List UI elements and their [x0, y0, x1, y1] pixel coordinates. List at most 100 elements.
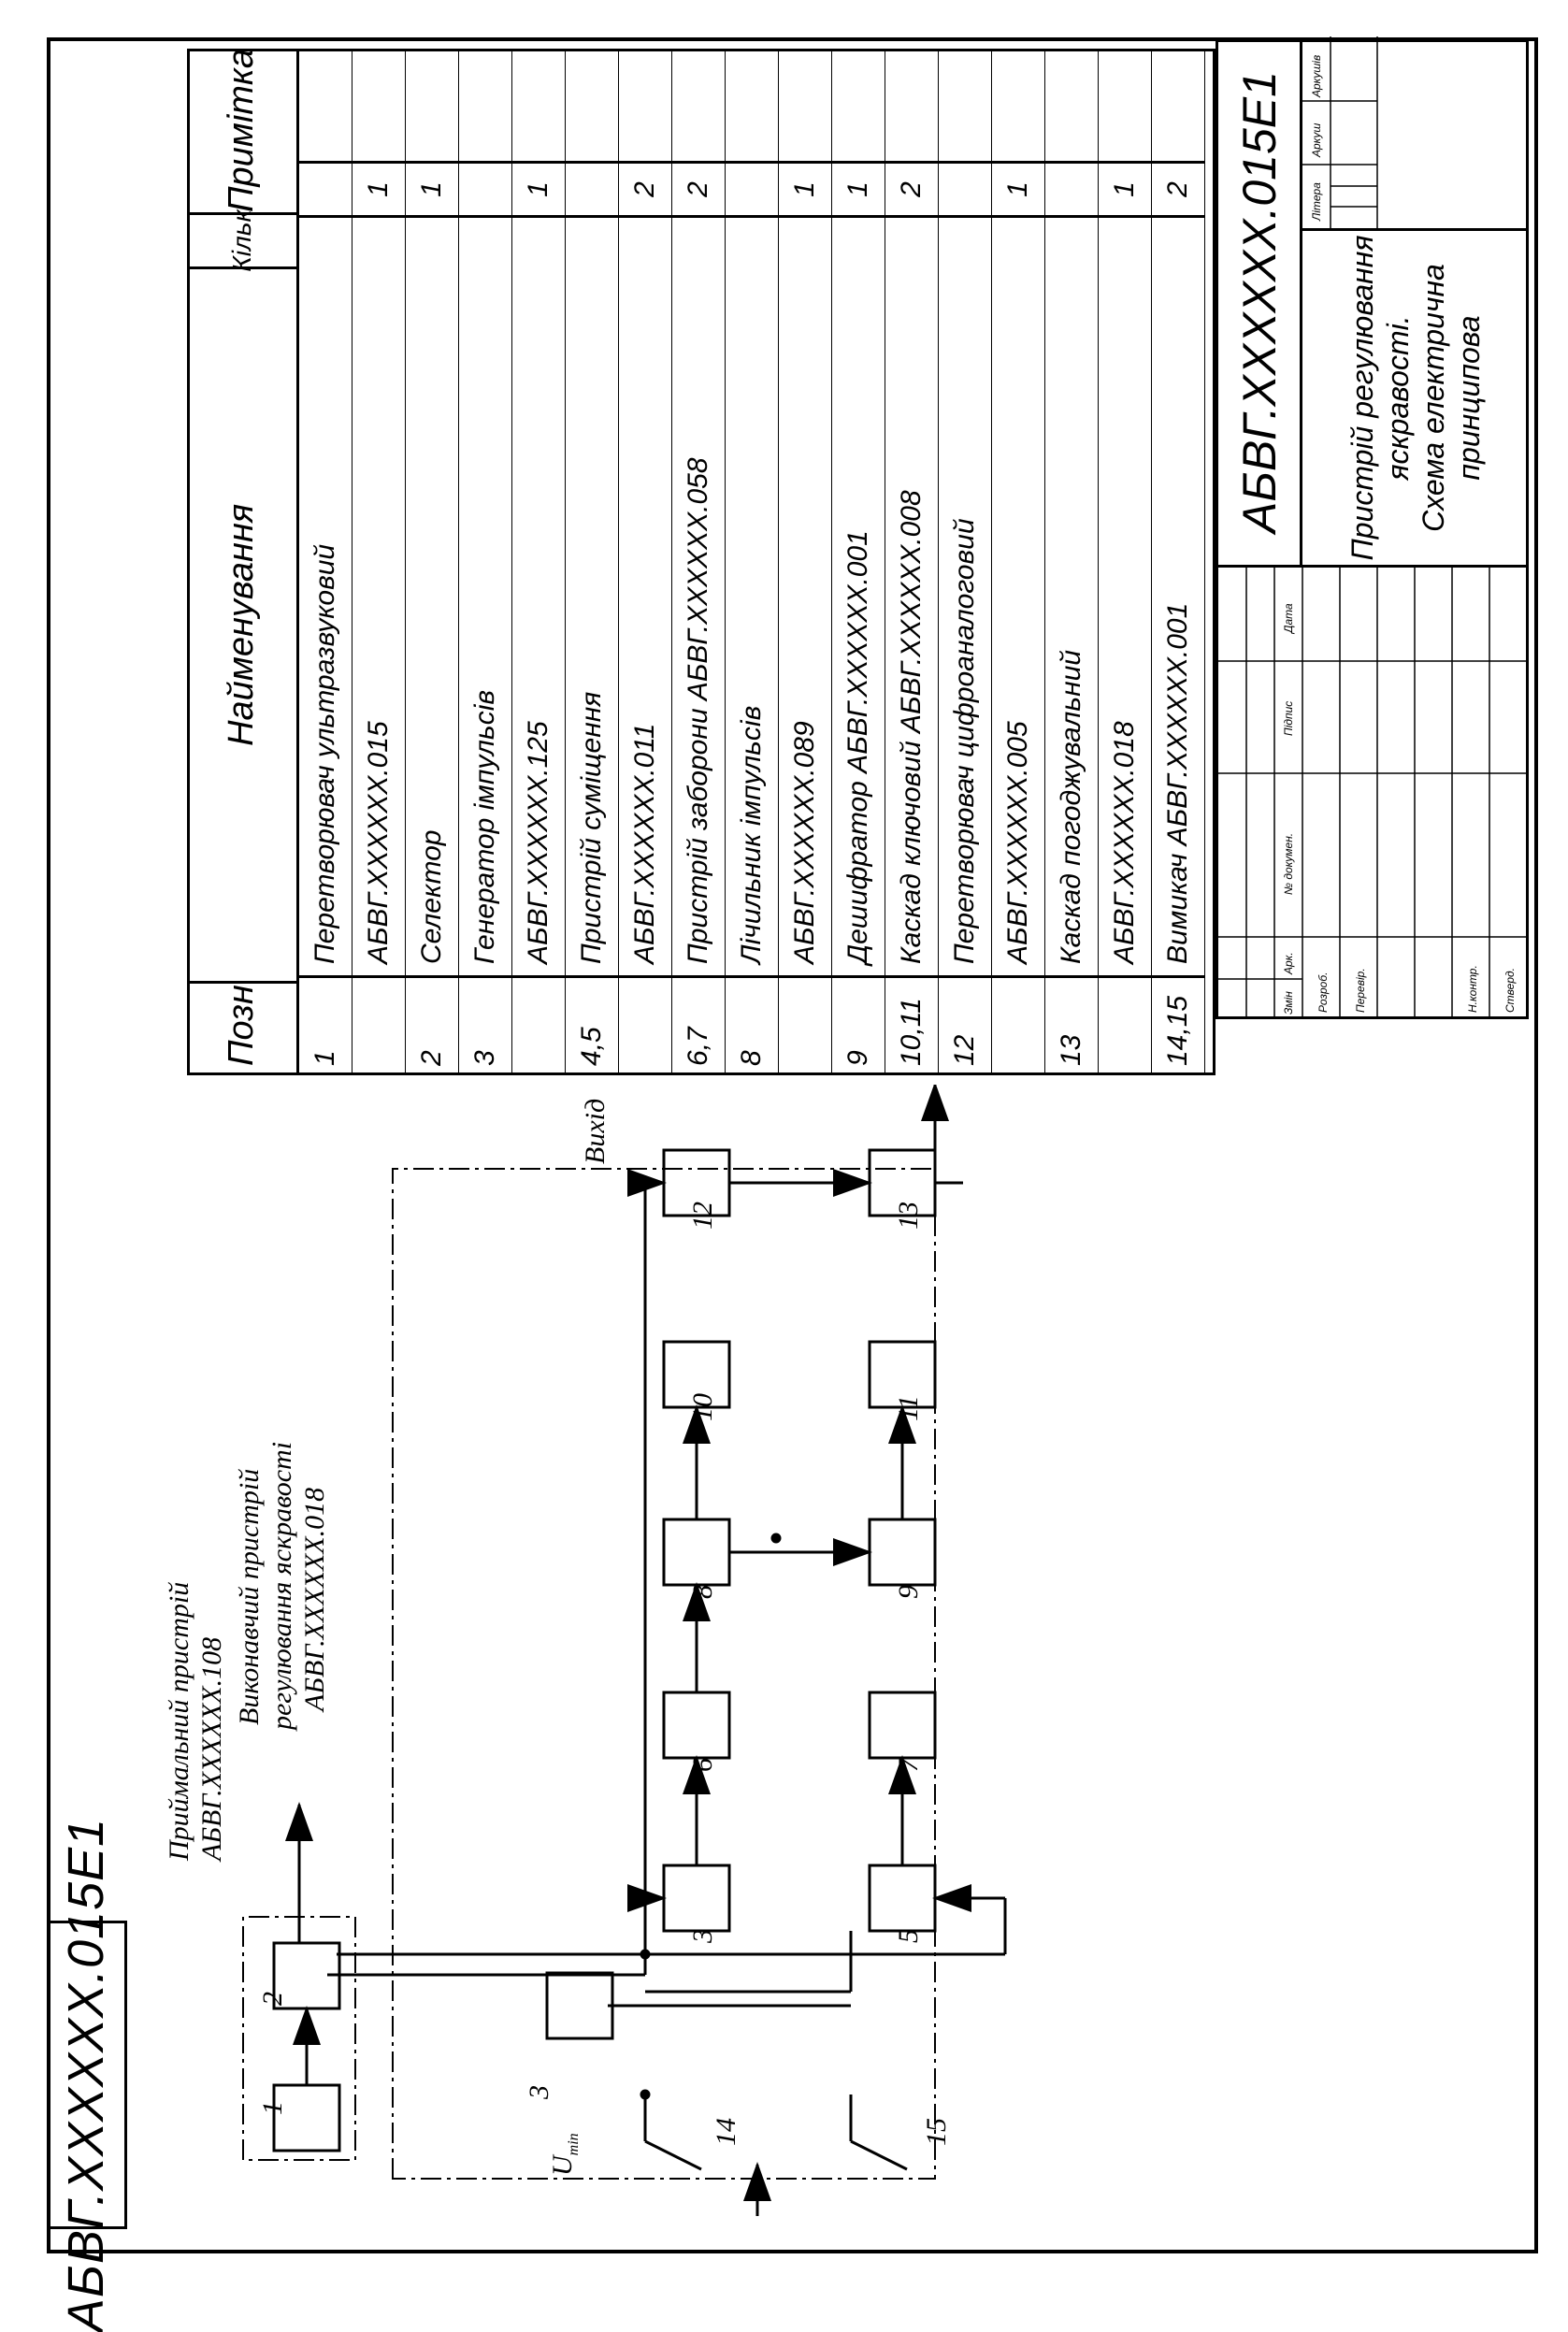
header-qty: Кільк — [187, 209, 296, 272]
role-developed: Розроб. — [1316, 972, 1330, 1013]
block-6 — [662, 1691, 731, 1760]
row-qty — [1045, 161, 1098, 215]
row-note — [726, 49, 778, 161]
col-header-sheet: Арк. — [1282, 952, 1295, 974]
lit-grid-lines — [1302, 36, 1378, 228]
row-pos: 3 — [459, 975, 511, 1075]
row-qty: 1 — [992, 161, 1044, 215]
header-note: Примітка — [222, 49, 261, 213]
block-1 — [272, 2083, 341, 2152]
row-pos: 4,5 — [566, 975, 618, 1075]
row-qty: 1 — [406, 161, 458, 215]
role-checked: Перевір. — [1354, 968, 1367, 1013]
block-8 — [662, 1518, 731, 1587]
lit-header-letter: Літера — [1310, 182, 1323, 221]
row-pos: 6,7 — [672, 975, 725, 1075]
col-header-date: Дата — [1282, 603, 1295, 633]
row-pos — [992, 975, 1044, 1075]
col-header-change: Змін — [1282, 991, 1295, 1015]
block-7 — [868, 1691, 937, 1760]
row-note — [1099, 49, 1151, 161]
row-qty — [459, 161, 511, 215]
row-name: АБВГ.XXXXXX.125 — [512, 215, 565, 975]
row-pos: 13 — [1045, 975, 1098, 1075]
row-name: АБВГ.XXXXXX.089 — [779, 215, 831, 975]
col-header-doc: № докумен. — [1282, 832, 1295, 895]
role-approved: Стверд. — [1503, 968, 1517, 1013]
row-name: Перетворювач цифроаналоговий — [939, 215, 991, 975]
row-pos: 12 — [939, 975, 991, 1075]
row-qty: 2 — [885, 161, 938, 215]
row-name: АБВГ.XXXXXX.015 — [352, 215, 405, 975]
actuator-boundary — [392, 1168, 936, 2180]
row-note — [512, 49, 565, 161]
desc-line-1: Пристрій регулювання — [1345, 235, 1379, 561]
row-note — [619, 49, 671, 161]
desc-line-3: Схема електрична — [1417, 264, 1450, 532]
row-name: АБВГ.XXXXXX.005 — [992, 215, 1044, 975]
row-name: Каскад ключовий АБВГ.XXXXXX.008 — [885, 215, 938, 975]
block-10 — [662, 1340, 731, 1409]
row-qty — [939, 161, 991, 215]
desc-line-2: яскравості. — [1381, 315, 1415, 481]
row-qty: 1 — [352, 161, 405, 215]
row-qty: 1 — [779, 161, 831, 215]
block-diagram — [242, 1085, 1007, 2216]
row-qty — [566, 161, 618, 215]
title-block-letter-sheets: Літера Аркуш Аркушів — [1302, 36, 1529, 228]
row-note — [459, 49, 511, 161]
block-9 — [868, 1518, 937, 1587]
title-block-description: Пристрій регулювання яскравості. Схема е… — [1302, 228, 1529, 565]
row-qty: 2 — [1152, 161, 1204, 215]
row-name: Перетворювач ультразвуковий — [299, 215, 352, 975]
row-name: Пристрій суміщення — [566, 215, 618, 975]
row-pos: 2 — [406, 975, 458, 1075]
row-qty — [726, 161, 778, 215]
header-name: Найменування — [187, 266, 296, 981]
row-note — [406, 49, 458, 161]
row-qty: 1 — [1099, 161, 1151, 215]
row-note — [832, 49, 885, 161]
row-note — [992, 49, 1044, 161]
row-qty: 1 — [512, 161, 565, 215]
row-note — [1045, 49, 1098, 161]
row-name: Пристрій заборони АБВГ.XXXXXX.058 — [672, 215, 725, 975]
row-qty — [299, 161, 352, 215]
spec-table-header: Позн Найменування Кільк Примітка — [187, 49, 299, 1075]
block-3-left — [545, 1971, 614, 2040]
rotated-drawing: АБВГ.XXXXXX.015Е1 Приймальний пристрій А… — [47, 36, 1538, 2332]
row-pos: 8 — [726, 975, 778, 1075]
row-pos: 9 — [832, 975, 885, 1075]
row-note — [352, 49, 405, 161]
row-name: Дешифратор АБВГ.XXXXXX.001 — [832, 215, 885, 975]
row-pos — [512, 975, 565, 1075]
row-qty: 2 — [619, 161, 671, 215]
sheet-frame — [47, 37, 1538, 2253]
title-block-main: АБВГ.XXXXXX.015Е1 Пристрій регулювання я… — [1218, 36, 1529, 568]
row-note — [299, 49, 352, 161]
row-pos — [352, 975, 405, 1075]
role-norm-control: Н.контр. — [1466, 965, 1479, 1013]
title-block-signatures: Змін Арк. № докумен. Підпис Дата Розроб.… — [1218, 568, 1527, 1016]
row-note — [1152, 49, 1204, 161]
block-13 — [868, 1148, 937, 1217]
block-3 — [662, 1864, 731, 1933]
title-block-code: АБВГ.XXXXXX.015Е1 — [1218, 39, 1302, 565]
desc-line-4: принципова — [1452, 315, 1486, 481]
